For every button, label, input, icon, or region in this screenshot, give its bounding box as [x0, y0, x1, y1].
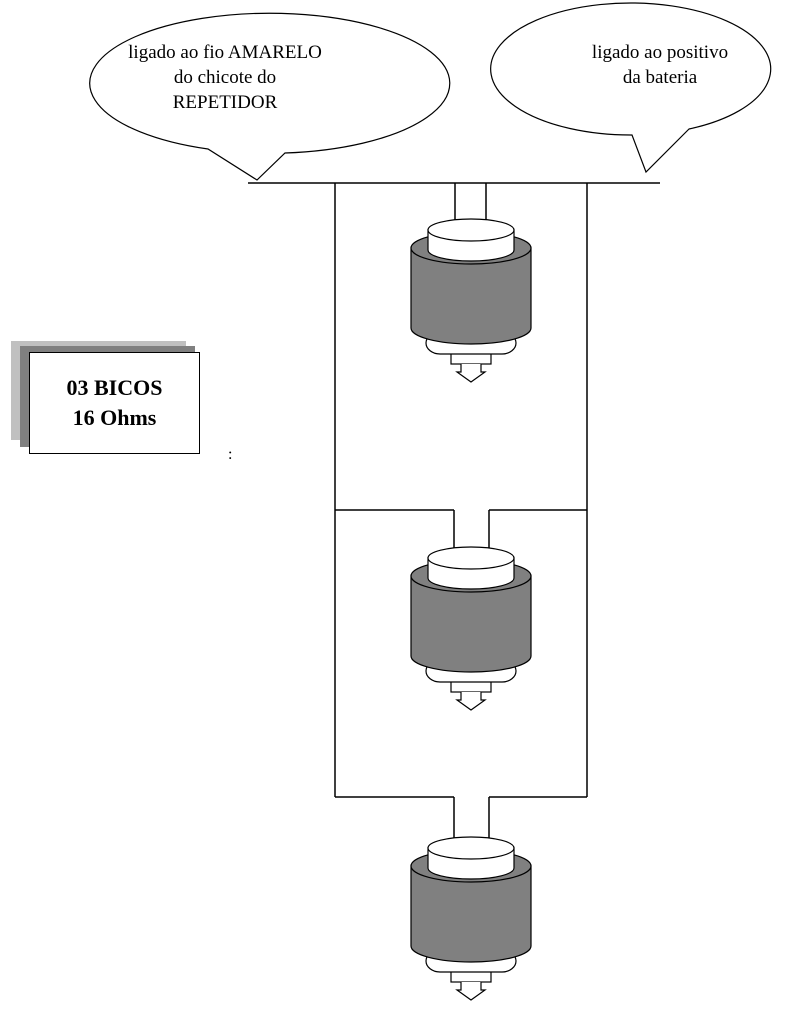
wiring — [248, 182, 660, 838]
badge-line-1: 03 BICOS — [66, 375, 163, 400]
badge-line-2: 16 Ohms — [72, 405, 157, 430]
injector-1 — [410, 218, 532, 383]
callout-left-text: ligado ao fio AMARELO do chicote do REPE… — [95, 40, 355, 115]
callout-right-line-1: ligado ao positivo — [591, 42, 729, 63]
stray-colon: : — [228, 446, 233, 463]
callout-bubble-left — [89, 12, 451, 181]
injector-2 — [410, 546, 532, 711]
callout-left-line-3: REPETIDOR — [172, 92, 278, 113]
injector-3 — [410, 836, 532, 1001]
injector-count-badge: 03 BICOS 16 Ohms — [29, 352, 200, 454]
callout-left-line-2: do chicote do — [173, 67, 277, 88]
callout-right-text: ligado ao positivo da bateria — [560, 40, 760, 90]
callout-left-line-1: ligado ao fio AMARELO — [128, 42, 322, 63]
callout-right-line-2: da bateria — [622, 67, 698, 88]
callout-bubble-right — [490, 2, 772, 174]
